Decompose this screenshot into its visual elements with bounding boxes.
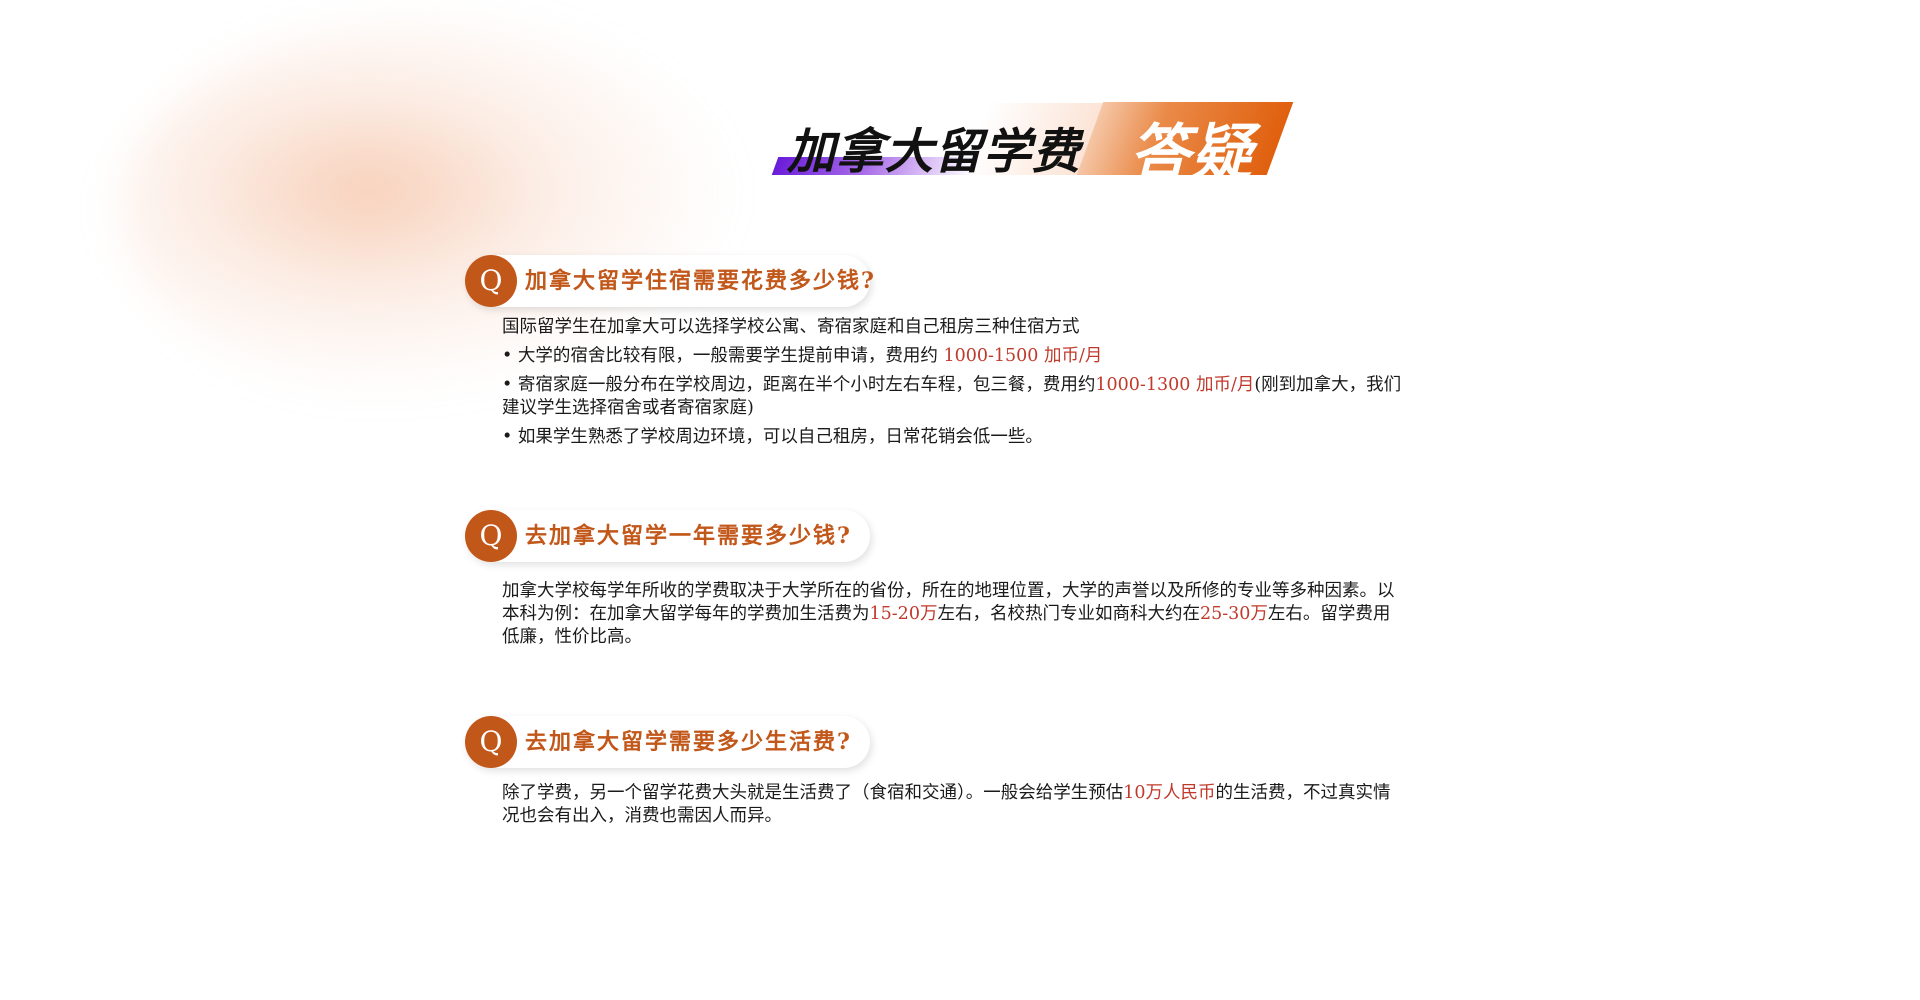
- answer-block: 国际留学生在加拿大可以选择学校公寓、寄宿家庭和自己租房三种住宿方式 • 大学的宿…: [502, 316, 1402, 449]
- answer-block: 加拿大学校每学年所收的学费取决于大学所在的省份，所在的地理位置，大学的声誉以及所…: [502, 580, 1402, 649]
- question-pill: Q 加拿大留学住宿需要花费多少钱?: [465, 255, 874, 307]
- answer-bullet: • 大学的宿舍比较有限，一般需要学生提前申请，费用约 1000-1500 加币/…: [502, 345, 1402, 368]
- q-badge: Q: [465, 716, 517, 768]
- question-pill: Q 去加拿大留学需要多少生活费?: [465, 716, 870, 768]
- question-text: 加拿大留学住宿需要花费多少钱?: [525, 268, 876, 294]
- bullet-text: • 寄宿家庭一般分布在学校周边，距离在半个小时左右车程，包三餐，费用约: [502, 375, 1096, 395]
- answer-text: 除了学费，另一个留学花费大头就是生活费了（食宿和交通）。一般会给学生预估: [502, 783, 1124, 803]
- qa-section-annual-cost: Q 去加拿大留学一年需要多少钱? 加拿大学校每学年所收的学费取决于大学所在的省份…: [465, 510, 1405, 655]
- answer-paragraph: 加拿大学校每学年所收的学费取决于大学所在的省份，所在的地理位置，大学的声誉以及所…: [502, 580, 1402, 649]
- title-banner: 加拿大留学费 答疑: [771, 100, 1294, 188]
- answer-text: 的生活费，不过真实情况也会有出入，消费也需因人而异。: [502, 783, 1391, 826]
- answer-bullet: • 寄宿家庭一般分布在学校周边，距离在半个小时左右车程，包三餐，费用约1000-…: [502, 374, 1402, 420]
- qa-section-accommodation: Q 加拿大留学住宿需要花费多少钱? 国际留学生在加拿大可以选择学校公寓、寄宿家庭…: [465, 255, 1405, 455]
- answer-intro: 国际留学生在加拿大可以选择学校公寓、寄宿家庭和自己租房三种住宿方式: [502, 317, 1080, 337]
- qa-section-living-cost: Q 去加拿大留学需要多少生活费? 除了学费，另一个留学花费大头就是生活费了（食宿…: [465, 716, 1405, 834]
- answer-text: 加拿大学校每学年所收的学费取决于大学所在的省份，所在的地理位置，大学的声誉以及所…: [502, 581, 1395, 624]
- bullet-text: • 大学的宿舍比较有限，一般需要学生提前申请，费用约: [502, 346, 944, 366]
- question-text: 去加拿大留学一年需要多少钱?: [525, 523, 852, 549]
- answer-paragraph: 除了学费，另一个留学花费大头就是生活费了（食宿和交通）。一般会给学生预估10万人…: [502, 782, 1402, 828]
- price-highlight: 1000-1500 加币/月: [943, 346, 1103, 366]
- background-glow: [120, 20, 740, 400]
- question-text: 去加拿大留学需要多少生活费?: [525, 729, 852, 755]
- page-title: 加拿大留学费: [787, 124, 1082, 180]
- answer-text: 左右，名校热门专业如商科大约在: [937, 604, 1200, 624]
- price-highlight: 25-30万: [1199, 604, 1268, 624]
- bullet-text: (刚到加拿大，我们建议学生选择宿舍或者寄宿家庭): [502, 375, 1402, 418]
- answer-block: 除了学费，另一个留学花费大头就是生活费了（食宿和交通）。一般会给学生预估10万人…: [502, 782, 1402, 828]
- price-highlight: 10万人民币: [1123, 783, 1216, 803]
- price-highlight: 15-20万: [869, 604, 938, 624]
- question-pill: Q 去加拿大留学一年需要多少钱?: [465, 510, 870, 562]
- answer-text: 左右。留学费用低廉，性价比高。: [502, 604, 1391, 647]
- price-highlight: 1000-1300 加币/月: [1095, 375, 1255, 395]
- q-badge: Q: [465, 255, 517, 307]
- q-badge: Q: [465, 510, 517, 562]
- answer-bullet: • 如果学生熟悉了学校周边环境，可以自己租房，日常花销会低一些。: [502, 427, 1043, 447]
- page-title-accent: 答疑: [1130, 118, 1254, 188]
